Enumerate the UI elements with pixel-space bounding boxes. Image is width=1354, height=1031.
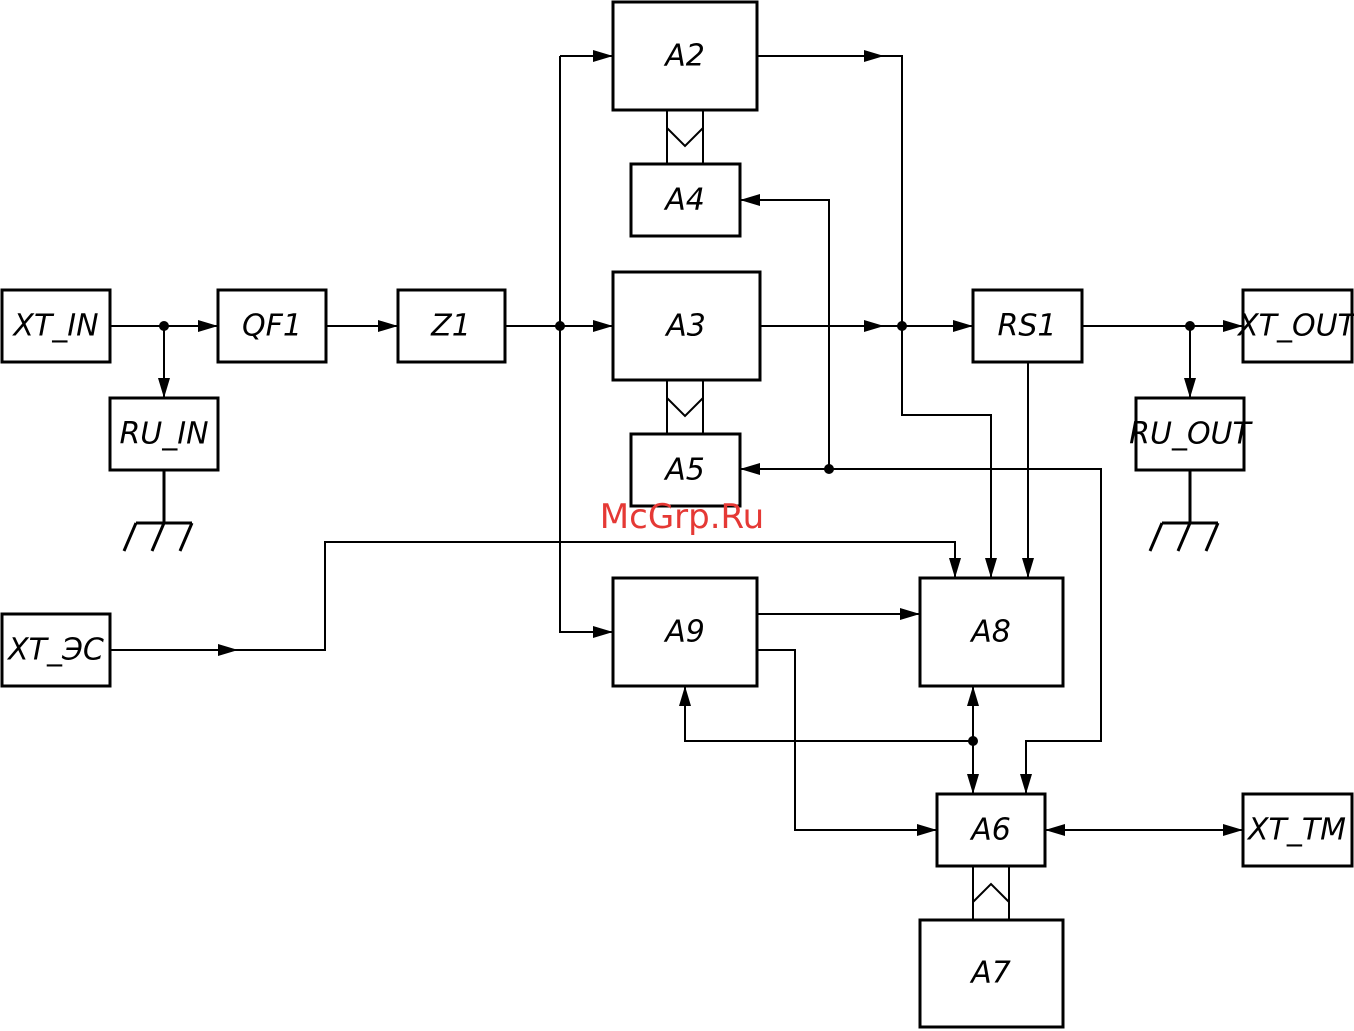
arrow-xttm-in	[1223, 824, 1243, 836]
junction-dot	[159, 321, 169, 331]
block-label: A2	[663, 39, 705, 74]
block-rs1: RS1	[973, 290, 1082, 362]
block-ru-in: RU_IN	[110, 398, 218, 470]
bus-a3-a5	[667, 380, 703, 434]
wire-xtes-a8	[110, 542, 955, 650]
block-label: RU_IN	[119, 417, 208, 452]
block-label: QF1	[242, 309, 302, 344]
arrow-a8-in-2	[1022, 558, 1034, 578]
junction-dot	[968, 736, 978, 746]
block-label: A5	[663, 453, 705, 488]
block-ru-out: RU_OUT	[1129, 398, 1253, 470]
arrow-a2-out	[864, 50, 884, 62]
arrow-a6-in-left	[917, 824, 937, 836]
block-label: A7	[969, 956, 1011, 991]
block-label: A3	[664, 309, 706, 344]
arrow-xtes-mid	[218, 644, 238, 656]
arrow-a8-in-3	[949, 558, 961, 578]
block-xt-in: XT_IN	[2, 290, 110, 362]
arrow-a6-in-right	[1045, 824, 1065, 836]
block-a4: A4	[631, 164, 740, 236]
block-z1: Z1	[398, 290, 505, 362]
arrow-ru-in	[158, 378, 170, 398]
block-a9: A9	[613, 578, 757, 686]
block-label: A8	[969, 615, 1011, 650]
wire-a8-a6	[685, 686, 973, 794]
block-a5: A5	[631, 434, 740, 506]
ground-symbol-in	[124, 470, 192, 551]
arrow-a9-up	[679, 686, 691, 706]
block-qf1: QF1	[218, 290, 326, 362]
arrow-a6-down	[967, 774, 979, 794]
arrow-a5-in	[740, 463, 760, 475]
block-label: A6	[969, 813, 1011, 848]
bus-a2-a4	[667, 110, 703, 164]
wire-bus-left	[560, 56, 613, 632]
block-label: XT_ЭС	[6, 633, 104, 668]
arrow-z1-in	[378, 320, 398, 332]
junction-dot	[897, 321, 907, 331]
block-label: RU_OUT	[1129, 417, 1253, 452]
block-label: A4	[663, 183, 705, 218]
block-a6: A6	[937, 794, 1045, 866]
arrow-qf1-in	[198, 320, 218, 332]
junction-dot	[1185, 321, 1195, 331]
junction-dot	[555, 321, 565, 331]
bus-a6-a7	[973, 866, 1009, 920]
wire-a2-out	[757, 56, 991, 578]
block-a3: A3	[613, 272, 760, 380]
arrow-rs1-in	[953, 320, 973, 332]
block-xt-tm: XT_TM	[1243, 794, 1352, 866]
arrow-a8-up	[967, 686, 979, 706]
block-label: XT_IN	[11, 309, 98, 344]
arrow-a6-in-top	[1020, 774, 1032, 794]
watermark: McGrp.Ru	[600, 497, 764, 537]
arrow-a9-a8	[900, 608, 920, 620]
arrow-ru-out	[1184, 378, 1196, 398]
block-label: RS1	[998, 309, 1057, 344]
block-label: Z1	[430, 309, 471, 344]
block-a2: A2	[613, 2, 757, 110]
block-xt-es: XT_ЭС	[2, 614, 110, 686]
arrow-a8-in-1	[985, 558, 997, 578]
arrow-a3-in	[593, 320, 613, 332]
junction-dot	[824, 464, 834, 474]
arrow-a9-in	[593, 626, 613, 638]
ground-symbol-out	[1150, 470, 1218, 551]
block-label: A9	[663, 615, 705, 650]
arrow-a3-out	[864, 320, 884, 332]
arrow-a2-in	[593, 50, 613, 62]
block-xt-out: XT_OUT	[1236, 290, 1354, 362]
block-a7: A7	[920, 920, 1063, 1027]
arrow-a4-in	[740, 194, 760, 206]
block-a8: A8	[920, 578, 1063, 686]
block-label: XT_TM	[1246, 813, 1346, 848]
block-label: XT_OUT	[1236, 309, 1354, 344]
